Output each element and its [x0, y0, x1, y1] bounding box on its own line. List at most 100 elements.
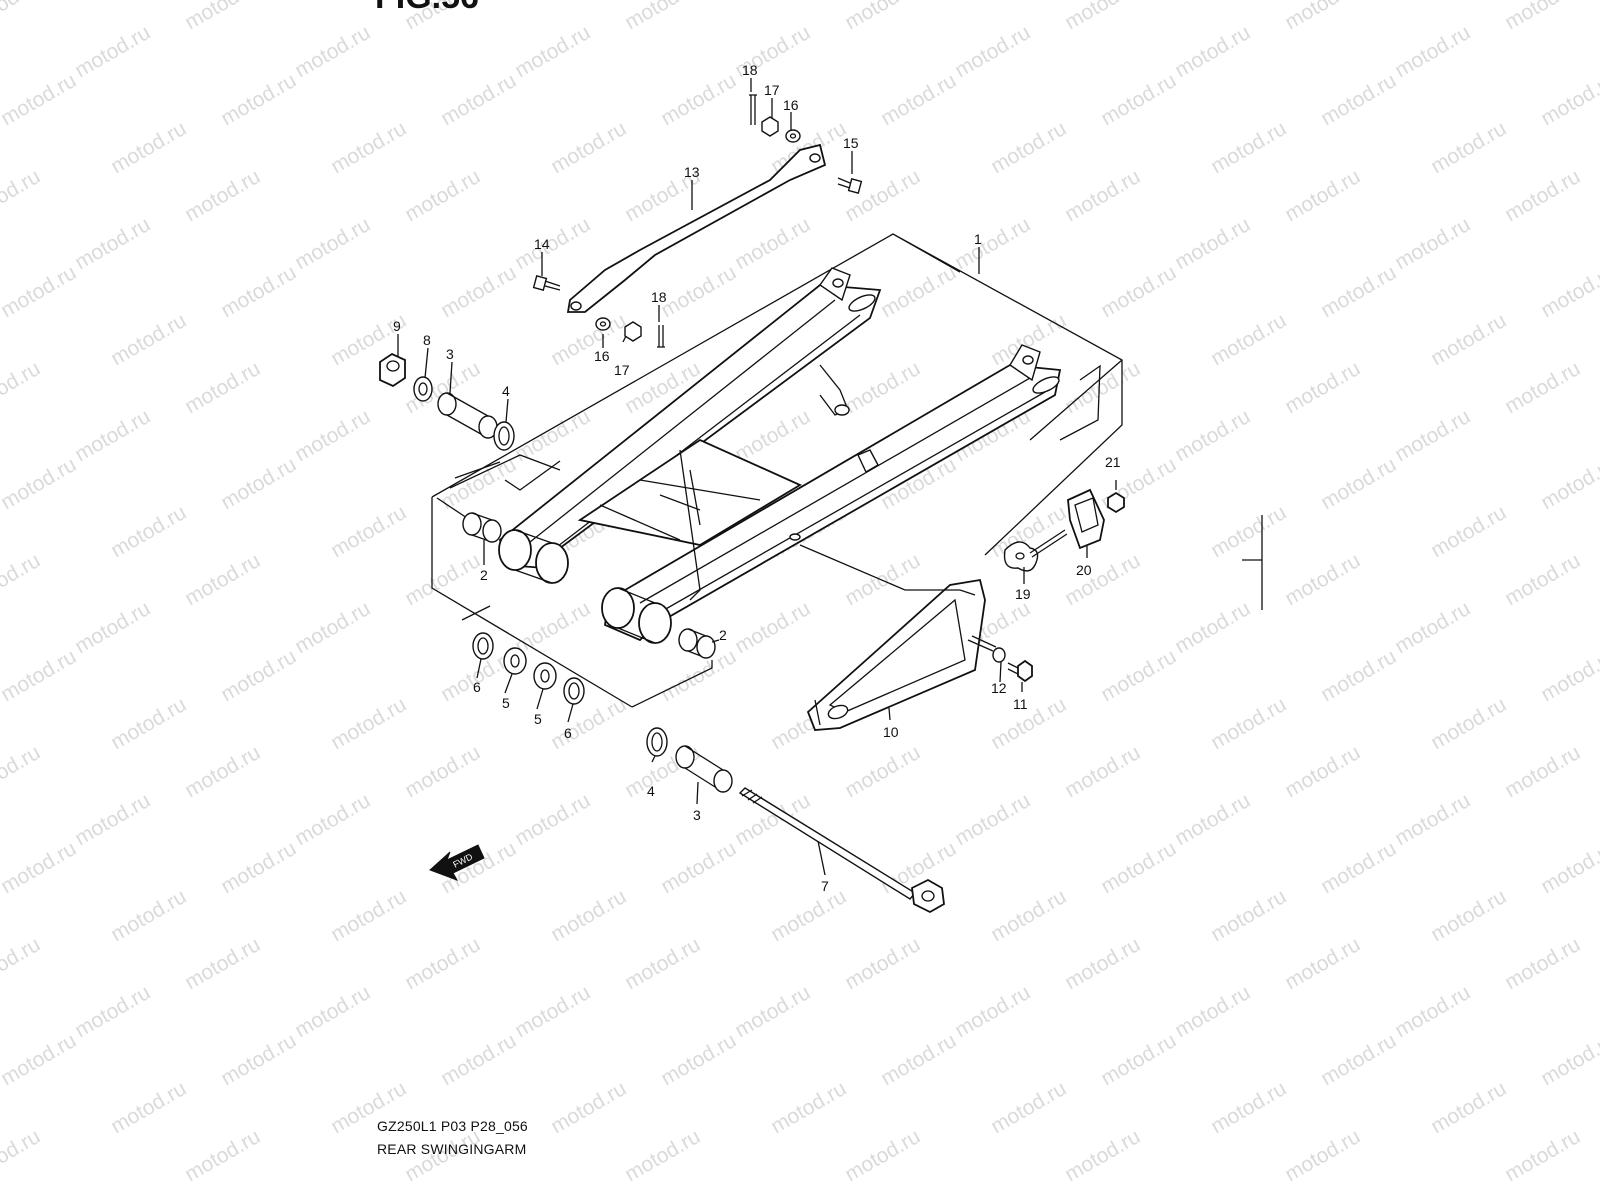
watermark-text: motod.ru: [841, 357, 924, 418]
watermark-text: motod.ru: [657, 837, 740, 898]
watermark-text: motod.ru: [0, 837, 80, 898]
watermark-text: motod.ru: [107, 117, 190, 178]
watermark-text: motod.ru: [71, 597, 154, 658]
watermark-text: motod.ru: [511, 213, 594, 274]
watermark-text: motod.ru: [621, 1125, 704, 1186]
watermark-text: motod.ru: [0, 741, 44, 802]
callout-16-upper: 16: [783, 97, 799, 113]
watermark-text: motod.ru: [951, 21, 1034, 82]
part-15-bolt: [837, 177, 863, 194]
watermark-text: motod.ru: [1061, 741, 1144, 802]
callout-17-upper: 17: [764, 82, 780, 98]
part-2-bearing-right: [678, 628, 716, 659]
watermark-text: motod.ru: [327, 117, 410, 178]
watermark-text: motod.ru: [987, 117, 1070, 178]
watermark-text: motod.ru: [0, 1125, 44, 1186]
watermark-text: motod.ru: [1207, 117, 1290, 178]
part-9-nut: [379, 352, 406, 388]
part-4-ring-lower: [646, 727, 668, 757]
part-14-bolt: [532, 275, 561, 291]
watermark-text: motod.ru: [217, 837, 300, 898]
watermark-text: motod.ru: [1501, 0, 1584, 34]
watermark-text: motod.ru: [1061, 933, 1144, 994]
watermark-text: motod.ru: [1097, 261, 1180, 322]
callout-21: 21: [1105, 454, 1121, 470]
watermark-text: motod.ru: [1391, 213, 1474, 274]
watermark-text: motod.ru: [71, 405, 154, 466]
callout-12: 12: [991, 680, 1007, 696]
watermark-text: motod.ru: [1207, 885, 1290, 946]
watermark-text: motod.ru: [0, 549, 44, 610]
watermark-text: motod.ru: [1281, 549, 1364, 610]
watermark-text: motod.ru: [1501, 741, 1584, 802]
callout-19: 19: [1015, 586, 1031, 602]
watermark-text: motod.ru: [657, 261, 740, 322]
part-10-chain-case: [806, 578, 986, 731]
part-12-collar: [992, 647, 1006, 663]
watermark-text: motod.ru: [217, 261, 300, 322]
watermark-text: motod.ru: [1207, 501, 1290, 562]
watermark-text: motod.ru: [1207, 693, 1290, 754]
watermark-text: motod.ru: [1501, 357, 1584, 418]
watermark-text: motod.ru: [217, 453, 300, 514]
watermark-text: motod.ru: [1501, 165, 1584, 226]
callout-18-upper: 18: [742, 62, 758, 78]
watermark-text: motod.ru: [1537, 645, 1600, 706]
watermark-text: motod.ru: [731, 213, 814, 274]
swingarm-tab: [857, 449, 879, 473]
watermark-text: motod.ru: [71, 789, 154, 850]
swingarm-assembly-drawing: FWD: [379, 94, 1263, 914]
watermark-text: motod.ru: [547, 885, 630, 946]
part-21-nut: [1107, 491, 1125, 514]
watermark-text: motod.ru: [731, 789, 814, 850]
watermark-text: motod.ru: [71, 981, 154, 1042]
callout-3-upper: 3: [446, 346, 454, 362]
callout-4-upper: 4: [502, 383, 510, 399]
watermark-text: motod.ru: [951, 789, 1034, 850]
part-3-bushing-upper: [437, 392, 498, 439]
watermark-text: motod.ru: [0, 165, 44, 226]
part-18-pin-upper: [749, 94, 757, 125]
watermark-text: motod.ru: [71, 213, 154, 274]
watermark-text: motod.ru: [291, 789, 374, 850]
watermark-text: motod.ru: [547, 117, 630, 178]
watermark-text: motod.ru: [951, 213, 1034, 274]
watermark-text: motod.ru: [1171, 21, 1254, 82]
watermark-text: motod.ru: [511, 405, 594, 466]
pivot-tube-right-end: [601, 587, 635, 629]
watermark-text: motod.ru: [291, 981, 374, 1042]
part-4-ring-upper: [493, 421, 515, 451]
watermark-text: motod.ru: [1281, 357, 1364, 418]
watermark-text: motod.ru: [1317, 453, 1400, 514]
watermark-text: motod.ru: [437, 453, 520, 514]
watermark-text: motod.ru: [107, 1077, 190, 1138]
callout-6-right: 6: [564, 725, 572, 741]
watermark-text: motod.ru: [437, 261, 520, 322]
part-17-nut-lower: [624, 321, 642, 342]
watermark-text: motod.ru: [1537, 453, 1600, 514]
watermark-text: motod.ru: [841, 933, 924, 994]
watermark-text: motod.ru: [1061, 357, 1144, 418]
callout-14: 14: [534, 236, 550, 252]
callout-numbers: 1 2 2 3 3 4 4 5 5 6 6 7 8 9 10 11 12 13 …: [393, 62, 1121, 894]
watermark-text: motod.ru: [401, 741, 484, 802]
watermark-text: motod.ru: [1501, 1125, 1584, 1186]
part-5-spacer-right: [533, 662, 557, 690]
callout-1: 1: [974, 231, 982, 247]
watermark-text: motod.ru: [1317, 261, 1400, 322]
watermark-text: motod.ru: [1281, 741, 1364, 802]
watermark-text: motod.ru: [657, 1029, 740, 1090]
callout-10: 10: [883, 724, 899, 740]
watermark-text: motod.ru: [1171, 213, 1254, 274]
watermark-text: motod.ru: [987, 1077, 1070, 1138]
watermark-text: motod.ru: [291, 597, 374, 658]
part-8-washer: [413, 376, 433, 402]
watermark-text: motod.ru: [841, 0, 924, 34]
watermark-text: motod.ru: [1061, 0, 1144, 34]
callout-leaders: [397, 78, 1117, 876]
watermark-text: motod.ru: [767, 885, 850, 946]
watermark-text: motod.ru: [1427, 309, 1510, 370]
watermark-text: motod.ru: [1097, 1029, 1180, 1090]
